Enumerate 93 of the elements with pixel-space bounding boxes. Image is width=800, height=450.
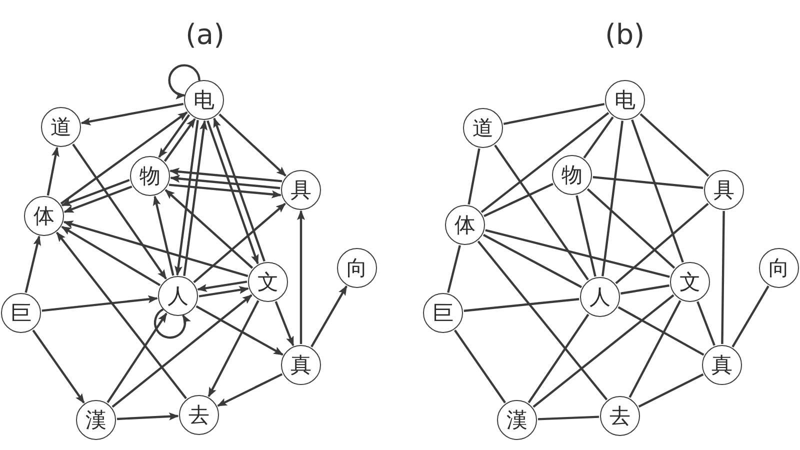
connector-line	[638, 373, 704, 408]
connector-line	[447, 245, 461, 293]
character-circle: 体	[24, 196, 64, 236]
arrow	[183, 120, 208, 276]
character-circle: 体	[445, 205, 485, 245]
arrow	[164, 118, 196, 162]
character-circle: 道	[41, 107, 81, 147]
arrow	[193, 202, 286, 284]
character-circle: 向	[337, 248, 377, 288]
character-circle: 电	[605, 80, 645, 120]
arrow	[196, 305, 284, 356]
arrow	[310, 285, 348, 348]
character-circle: 具	[281, 170, 321, 210]
connector-line	[732, 286, 770, 348]
connector-line	[454, 330, 506, 404]
character-circle: 去	[600, 396, 640, 436]
arrow	[213, 117, 266, 262]
connector-line	[482, 234, 582, 288]
connector-line	[696, 301, 716, 346]
connector-line	[503, 103, 605, 125]
arrow	[152, 196, 174, 276]
arrow	[198, 286, 250, 298]
arrow	[72, 144, 167, 280]
arrow	[61, 226, 161, 286]
connector-line	[721, 210, 725, 344]
character-circle: 真	[281, 345, 321, 385]
arrow	[169, 168, 282, 182]
character-circle: 具	[704, 170, 744, 210]
arrow	[217, 373, 283, 407]
arrow	[158, 114, 190, 158]
connector-line	[532, 294, 674, 408]
connector-line	[628, 300, 682, 398]
arrow	[174, 120, 199, 276]
connector-line	[576, 195, 596, 277]
arrow	[60, 111, 188, 205]
character-circle: 巨	[423, 293, 463, 333]
arrow	[297, 210, 305, 344]
arrow	[116, 412, 179, 420]
connector-line	[477, 240, 608, 400]
arrow	[106, 312, 168, 404]
arrow	[61, 178, 130, 206]
connector-line	[631, 119, 684, 263]
arrow	[24, 235, 41, 293]
arrow	[42, 295, 158, 312]
arrow	[64, 186, 132, 214]
connector-line	[586, 188, 676, 269]
connector-line	[464, 298, 580, 312]
arrow	[112, 294, 252, 408]
arrow	[46, 146, 60, 196]
arrow	[218, 114, 286, 176]
character-circle: 物	[130, 156, 170, 196]
arrow	[32, 330, 85, 404]
connector-line	[484, 182, 554, 218]
character-circle: 真	[702, 345, 742, 385]
character-circle: 电	[184, 80, 224, 120]
character-circle: 巨	[1, 293, 41, 333]
arrow	[206, 120, 259, 265]
arrow	[274, 301, 294, 346]
character-circle: 漢	[497, 400, 537, 440]
panel-label: (b)	[605, 18, 645, 51]
arrow	[208, 300, 260, 398]
connector-line	[485, 229, 670, 278]
connector-line	[615, 202, 709, 284]
arrow	[164, 189, 254, 269]
character-circle: 向	[759, 248, 799, 288]
arrow	[63, 220, 248, 278]
connector-line	[620, 284, 670, 295]
arrow	[168, 184, 282, 198]
connector-line	[592, 176, 704, 189]
connector-line	[640, 113, 710, 177]
arrow	[196, 280, 248, 292]
connector-line	[528, 314, 590, 404]
character-circle: 人	[580, 277, 620, 317]
panel-label: (a)	[186, 18, 225, 51]
character-circle: 人	[158, 276, 198, 316]
character-circle: 漢	[76, 400, 116, 440]
character-circle: 文	[248, 262, 288, 302]
self-loop-arrow	[168, 64, 200, 99]
connector-line	[602, 120, 624, 276]
self-loop-arrow	[154, 308, 191, 339]
connector-line	[480, 112, 610, 213]
character-circle: 文	[670, 262, 710, 302]
character-circle: 道	[463, 108, 503, 148]
arrow	[80, 102, 184, 126]
connector-line	[618, 306, 704, 356]
character-circle: 去	[179, 395, 219, 435]
connector-line	[583, 116, 614, 159]
arrow	[170, 174, 280, 190]
connector-line	[494, 144, 589, 280]
arrow	[56, 232, 187, 400]
connector-line	[468, 148, 480, 205]
connector-line	[538, 416, 600, 420]
character-circle: 物	[552, 155, 592, 195]
